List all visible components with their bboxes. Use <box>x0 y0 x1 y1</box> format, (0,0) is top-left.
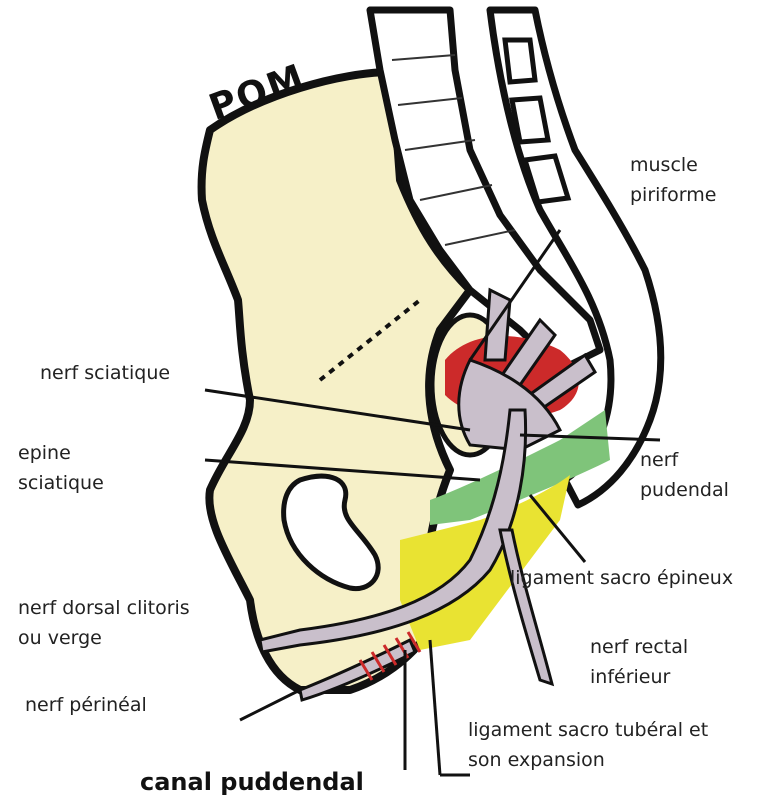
label-nerf-dorsal: nerf dorsal clitoris ou verge <box>18 593 190 653</box>
label-ligament-sacro-tuberal: ligament sacro tubéral et son expansion <box>468 715 708 775</box>
label-muscle-piriforme: muscle piriforme <box>630 150 716 210</box>
label-ligament-sacro-epineux: ligament sacro épineux <box>510 563 733 593</box>
label-nerf-sciatique: nerf sciatique <box>40 358 170 388</box>
label-canal-puddendal: canal puddendal <box>140 768 364 796</box>
label-nerf-pudendal: nerf pudendal <box>640 445 729 505</box>
label-nerf-rectal: nerf rectal inférieur <box>590 632 688 692</box>
label-epine-sciatique: epine sciatique <box>18 438 104 498</box>
label-nerf-perineal: nerf périnéal <box>25 690 147 720</box>
